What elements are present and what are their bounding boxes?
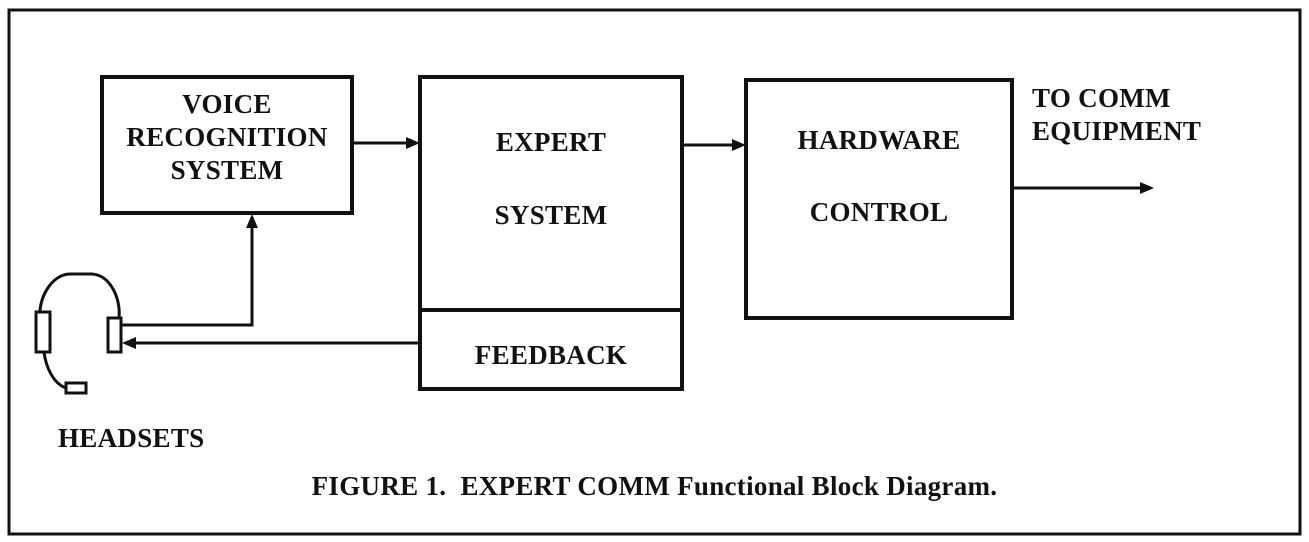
output-line: EQUIPMENT: [1032, 116, 1202, 146]
hardware-control-label: HARDWARE CONTROL: [746, 121, 1012, 231]
hardware-control-line: HARDWARE: [797, 125, 961, 155]
arrow-feedback-to-headset: [122, 337, 420, 349]
expert-system-line: SYSTEM: [494, 200, 608, 230]
feedback-block: [418, 308, 684, 391]
expert-system-line: EXPERT: [495, 127, 607, 157]
hardware-control-line: CONTROL: [809, 197, 949, 227]
arrow-expert-to-hardware: [682, 139, 746, 151]
output-label: TO COMM EQUIPMENT: [1032, 82, 1201, 148]
voice-recognition-line: VOICE: [182, 89, 272, 119]
voice-recognition-label: VOICE RECOGNITION SYSTEM: [102, 88, 352, 187]
arrow-headset-to-voice: [122, 214, 258, 327]
arrow-voice-to-expert: [352, 137, 420, 149]
feedback-label: FEEDBACK: [474, 340, 628, 370]
voice-recognition-block: [100, 75, 354, 215]
figure-caption: FIGURE 1. EXPERT COMM Functional Block D…: [311, 471, 998, 501]
voice-recognition-line: RECOGNITION: [126, 122, 328, 152]
headset-icon: [34, 272, 123, 395]
arrow-hardware-to-comm: [1012, 182, 1154, 194]
expert-system-label: EXPERT SYSTEM: [420, 124, 682, 234]
voice-recognition-line: SYSTEM: [170, 155, 284, 185]
figure-border: [7, 8, 1302, 536]
headsets-label: HEADSETS: [58, 423, 205, 453]
output-line: TO COMM: [1032, 83, 1171, 113]
hardware-control-block: [744, 78, 1014, 320]
